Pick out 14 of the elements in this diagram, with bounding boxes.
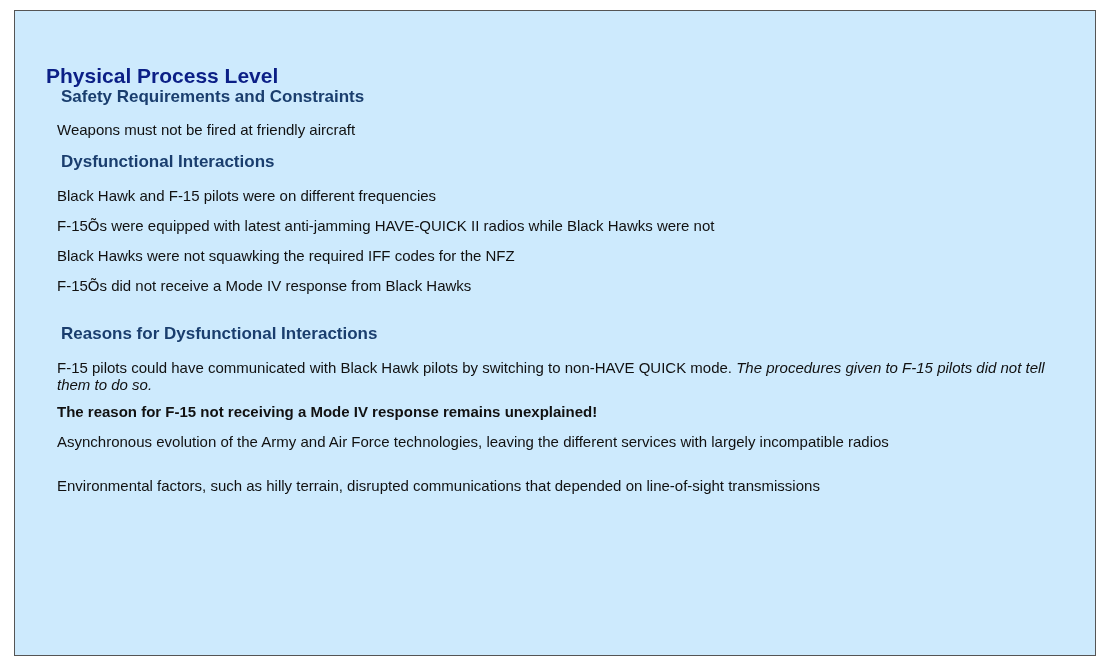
bullet-text: F-15Õs were equipped with latest anti-jamming HAVE-QUICK II radios while Black Hawks were not xyxy=(57,217,716,234)
slide-title: Physical Process Level xyxy=(46,64,279,88)
bullet-text: Environmental factors, such as hilly terrain, disrupted communications that depended on line-of-sight transmissions xyxy=(57,477,821,494)
bullet-text: F-15 pilots could have communicated with Black Hawk pilots by switching to non-HAVE QUICK mode. The procedures given to F-15 pilots did not tell them to do so. xyxy=(57,359,1046,393)
bullet-text: Asynchronous evolution of the Army and Air Force technologies, leaving the different services with largely incompatible radios xyxy=(57,433,890,450)
bullet-text: The reason for F-15 not receiving a Mode IV response remains unexplained! xyxy=(57,403,599,420)
slide-panel xyxy=(14,10,1096,656)
bullet-text: Black Hawk and F-15 pilots were on different frequencies xyxy=(57,187,438,204)
section-heading: Reasons for Dysfunctional Interactions xyxy=(61,324,378,344)
bullet-text: Black Hawks were not squawking the required IFF codes for the NFZ xyxy=(57,247,516,264)
bullet-text: Weapons must not be fired at friendly aircraft xyxy=(57,121,357,138)
bullet-text: F-15Õs did not receive a Mode IV response from Black Hawks xyxy=(57,277,473,294)
section-heading: Safety Requirements and Constraints xyxy=(61,87,365,107)
section-heading: Dysfunctional Interactions xyxy=(61,152,275,172)
